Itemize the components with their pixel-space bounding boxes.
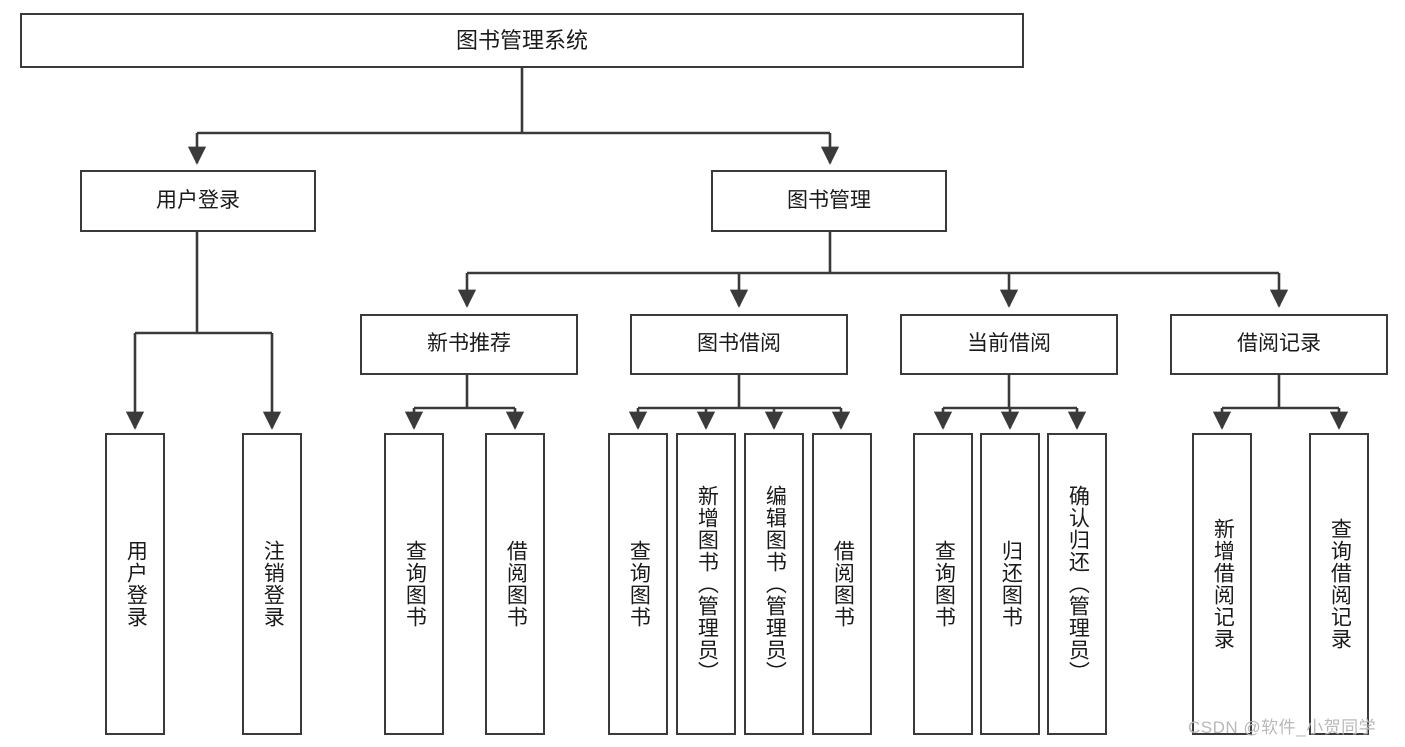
leaf-recommend-borrow-book[interactable]: 借阅图书	[485, 433, 545, 735]
watermark: CSDN @软件_小贺同学	[1188, 718, 1377, 737]
node-label: 用户登录	[156, 188, 240, 212]
node-label: 新增图书（管理员）	[695, 485, 719, 683]
node-label: 借阅记录	[1237, 332, 1321, 356]
leaf-borrow-borrow-book[interactable]: 借阅图书	[812, 433, 872, 735]
node-root-system[interactable]: 图书管理系统	[20, 13, 1024, 68]
node-current-borrow[interactable]: 当前借阅	[900, 314, 1118, 375]
leaf-record-query-record[interactable]: 查询借阅记录	[1309, 433, 1369, 735]
node-label: 注销登录	[261, 540, 285, 628]
node-label: 确认归还（管理员）	[1066, 485, 1090, 683]
leaf-user-login-signin[interactable]: 用户登录	[105, 433, 165, 735]
leaf-borrow-add-book[interactable]: 新增图书（管理员）	[676, 433, 736, 735]
node-book-management[interactable]: 图书管理	[711, 170, 947, 232]
leaf-record-add-record[interactable]: 新增借阅记录	[1192, 433, 1252, 735]
node-label: 查询图书	[932, 540, 956, 628]
node-label: 查询借阅记录	[1328, 518, 1352, 650]
node-label: 借阅图书	[831, 540, 855, 628]
node-label: 新书推荐	[427, 332, 511, 356]
node-label: 归还图书	[999, 540, 1023, 628]
node-label: 用户登录	[124, 540, 148, 628]
leaf-borrow-edit-book[interactable]: 编辑图书（管理员）	[744, 433, 804, 735]
node-label: 新增借阅记录	[1211, 518, 1235, 650]
node-new-book-recommend[interactable]: 新书推荐	[360, 314, 578, 375]
node-label: 当前借阅	[967, 332, 1051, 356]
leaf-current-confirm-return[interactable]: 确认归还（管理员）	[1047, 433, 1107, 735]
node-user-login[interactable]: 用户登录	[80, 170, 316, 232]
leaf-user-login-signout[interactable]: 注销登录	[242, 433, 302, 735]
node-label: 借阅图书	[504, 540, 528, 628]
leaf-current-query-book[interactable]: 查询图书	[913, 433, 973, 735]
node-label: 查询图书	[403, 540, 427, 628]
node-label: 查询图书	[627, 540, 651, 628]
leaf-recommend-query-book[interactable]: 查询图书	[384, 433, 444, 735]
leaf-borrow-query-book[interactable]: 查询图书	[608, 433, 668, 735]
node-label: 图书管理系统	[455, 27, 588, 53]
node-borrow-record[interactable]: 借阅记录	[1170, 314, 1388, 375]
node-label: 图书管理	[787, 188, 871, 212]
node-book-borrow[interactable]: 图书借阅	[630, 314, 848, 375]
leaf-current-return-book[interactable]: 归还图书	[980, 433, 1040, 735]
node-label: 图书借阅	[697, 332, 781, 356]
node-label: 编辑图书（管理员）	[763, 485, 787, 683]
